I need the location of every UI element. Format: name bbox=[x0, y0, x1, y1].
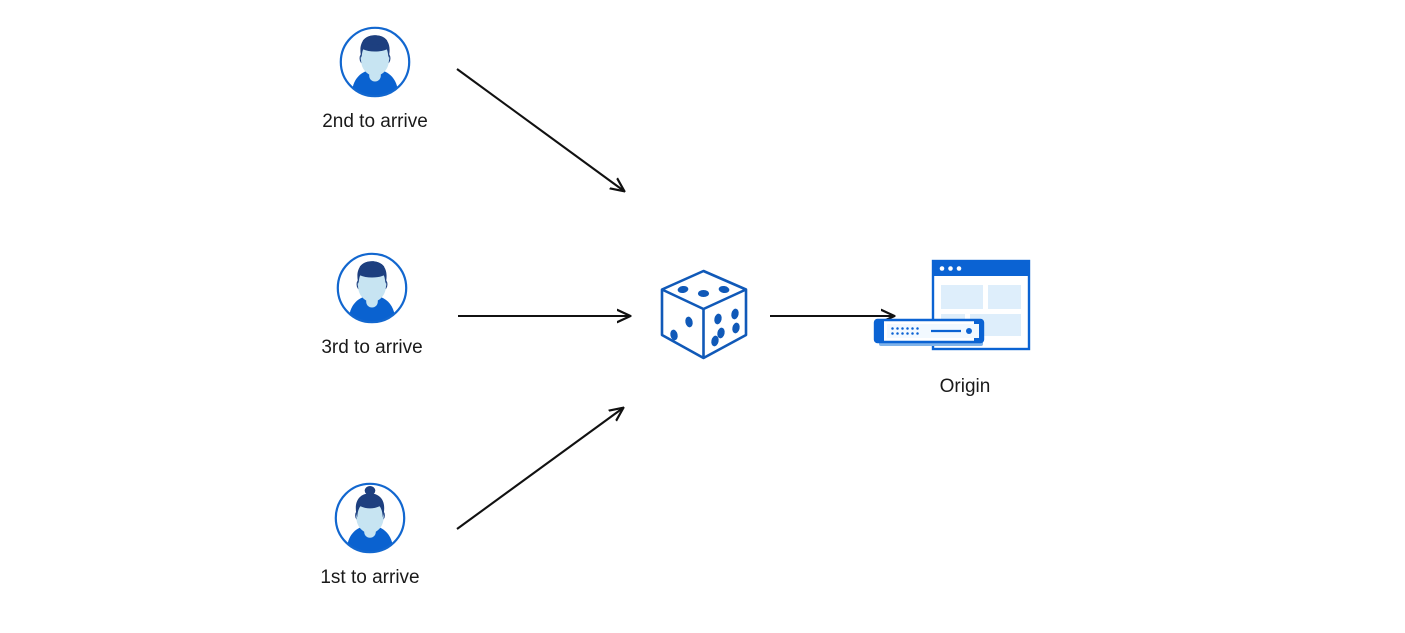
user-avatar-icon bbox=[336, 252, 408, 324]
avatar bbox=[335, 251, 409, 325]
router-device bbox=[873, 318, 985, 346]
arrow-1st-to-dice bbox=[456, 408, 623, 530]
node-visitor-2nd[interactable]: 2nd to arrive bbox=[295, 25, 455, 134]
arrow-2nd-to-dice bbox=[456, 68, 624, 191]
node-label-visitor-3rd: 3rd to arrive bbox=[321, 337, 423, 358]
node-label-visitor-1st: 1st to arrive bbox=[320, 567, 420, 588]
node-label-visitor-2nd: 2nd to arrive bbox=[322, 111, 428, 132]
node-label-origin: Origin bbox=[939, 376, 991, 397]
avatar bbox=[338, 25, 412, 99]
user-avatar-icon bbox=[334, 482, 406, 554]
avatar bbox=[333, 481, 407, 555]
origin-server-icon bbox=[873, 259, 1031, 351]
node-visitor-3rd[interactable]: 3rd to arrive bbox=[292, 251, 452, 360]
node-visitor-1st[interactable]: 1st to arrive bbox=[290, 481, 450, 590]
user-avatar-icon bbox=[339, 26, 411, 98]
node-origin-server[interactable]: Origin bbox=[865, 258, 1065, 399]
node-random-selector[interactable] bbox=[648, 265, 758, 365]
dice-icon bbox=[660, 269, 747, 360]
